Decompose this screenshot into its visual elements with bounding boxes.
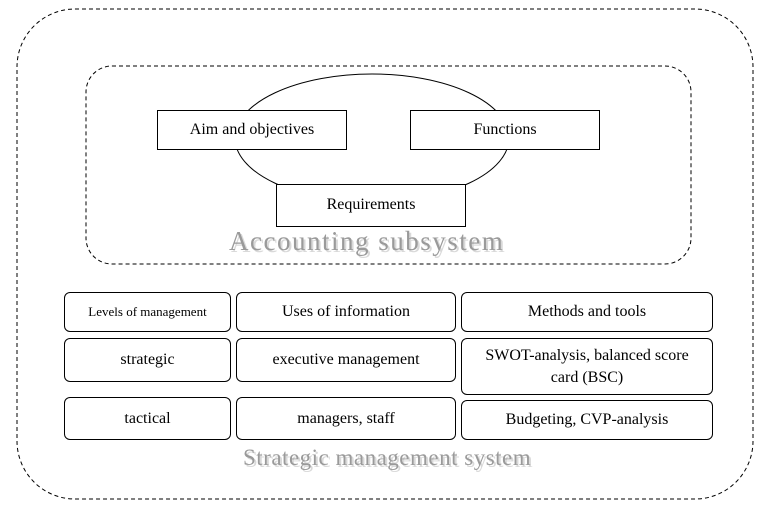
cell-use-executive-management: executive management xyxy=(236,338,456,382)
header-levels-of-management: Levels of management xyxy=(64,292,231,332)
cell-use-managers-staff: managers, staff xyxy=(236,397,456,440)
cell-level-tactical: tactical xyxy=(64,397,231,440)
accounting-subsystem-title: Accounting subsystem Accounting subsyste… xyxy=(229,226,507,258)
header-methods-and-tools: Methods and tools xyxy=(461,292,713,332)
requirements-box: Requirements xyxy=(276,184,466,227)
strategic-system-frame xyxy=(16,8,754,500)
cell-method-swot-bsc: SWOT-analysis, balanced score card (BSC) xyxy=(461,338,713,395)
aim-objectives-box: Aim and objectives xyxy=(157,110,347,150)
strategic-system-title: Strategic management system Strategic ma… xyxy=(243,445,534,472)
cell-level-strategic: strategic xyxy=(64,338,231,382)
cell-method-budgeting-cvp: Budgeting, CVP-analysis xyxy=(461,400,713,440)
header-uses-of-information: Uses of information xyxy=(236,292,456,332)
accounting-subsystem-frame xyxy=(85,65,692,265)
functions-box: Functions xyxy=(410,110,600,150)
